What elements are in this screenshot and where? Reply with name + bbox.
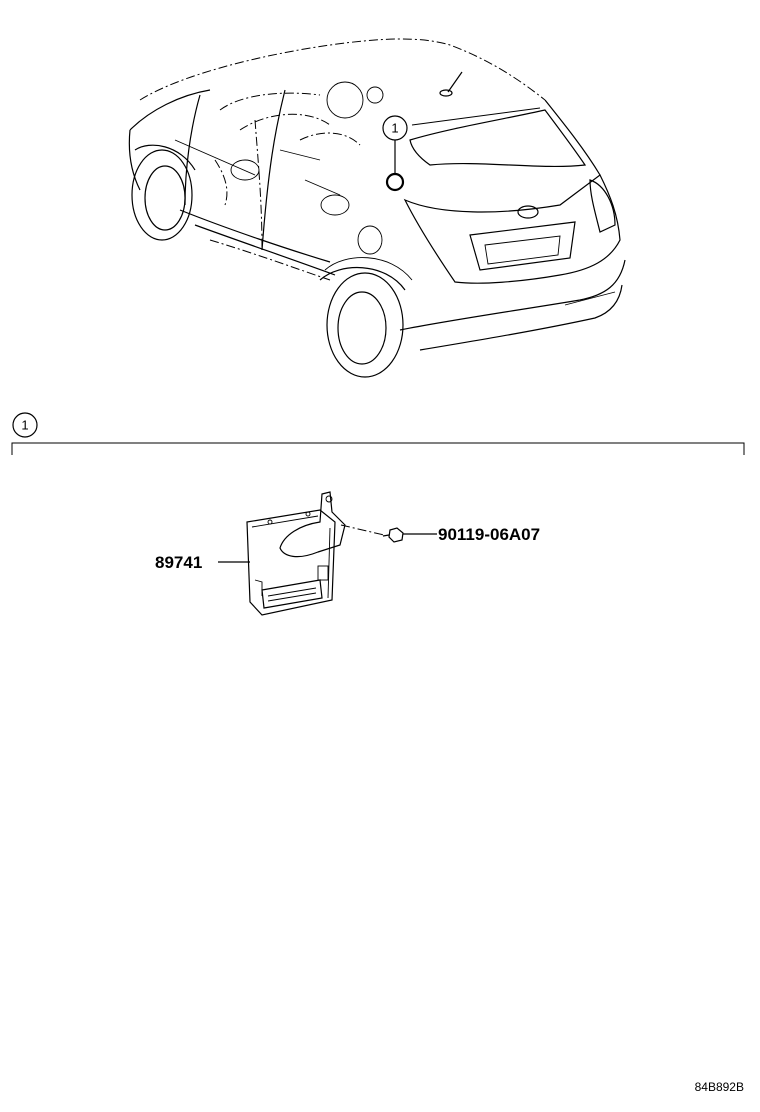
rear-wheel-icon	[319, 257, 413, 378]
part-number-bolt: 90119-06A07	[438, 525, 540, 544]
section-number: 1	[21, 418, 28, 433]
bolt-guide-line	[340, 524, 385, 536]
section-bracket	[11, 442, 745, 455]
diagram-code: 84B892B	[695, 1080, 744, 1094]
location-marker-icon	[385, 172, 405, 192]
callout-number: 1	[391, 121, 398, 136]
callout-circle: 1	[382, 115, 408, 141]
section-marker: 1	[12, 412, 38, 438]
front-wheel-icon	[131, 144, 196, 241]
vehicle-illustration	[128, 38, 626, 378]
part-number-module: 89741	[155, 553, 202, 572]
control-module-icon	[246, 491, 346, 616]
bolt-icon	[382, 527, 404, 543]
